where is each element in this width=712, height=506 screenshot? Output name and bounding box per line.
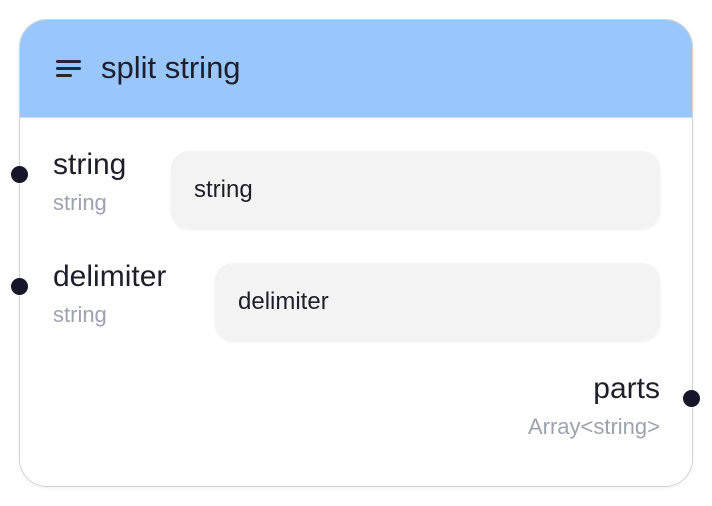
string-input[interactable]: string	[171, 151, 660, 228]
input-delimiter-handle[interactable]	[11, 278, 28, 295]
output-parts-label: parts	[593, 372, 660, 405]
split-string-node[interactable]: split string string string string delimi…	[19, 19, 693, 487]
output-parts-type: Array<string>	[527, 414, 660, 439]
output-parts-handle[interactable]	[683, 390, 700, 407]
input-delimiter-label: delimiter	[53, 260, 167, 293]
input-string-label: string	[53, 148, 127, 181]
node-title: split string	[101, 50, 241, 85]
menu-icon	[56, 59, 82, 77]
delimiter-input[interactable]: delimiter	[215, 263, 660, 340]
input-string-type: string	[53, 190, 107, 215]
input-delimiter-type: string	[53, 302, 107, 327]
node-header[interactable]: split string	[20, 20, 692, 118]
input-string-handle[interactable]	[11, 166, 28, 183]
